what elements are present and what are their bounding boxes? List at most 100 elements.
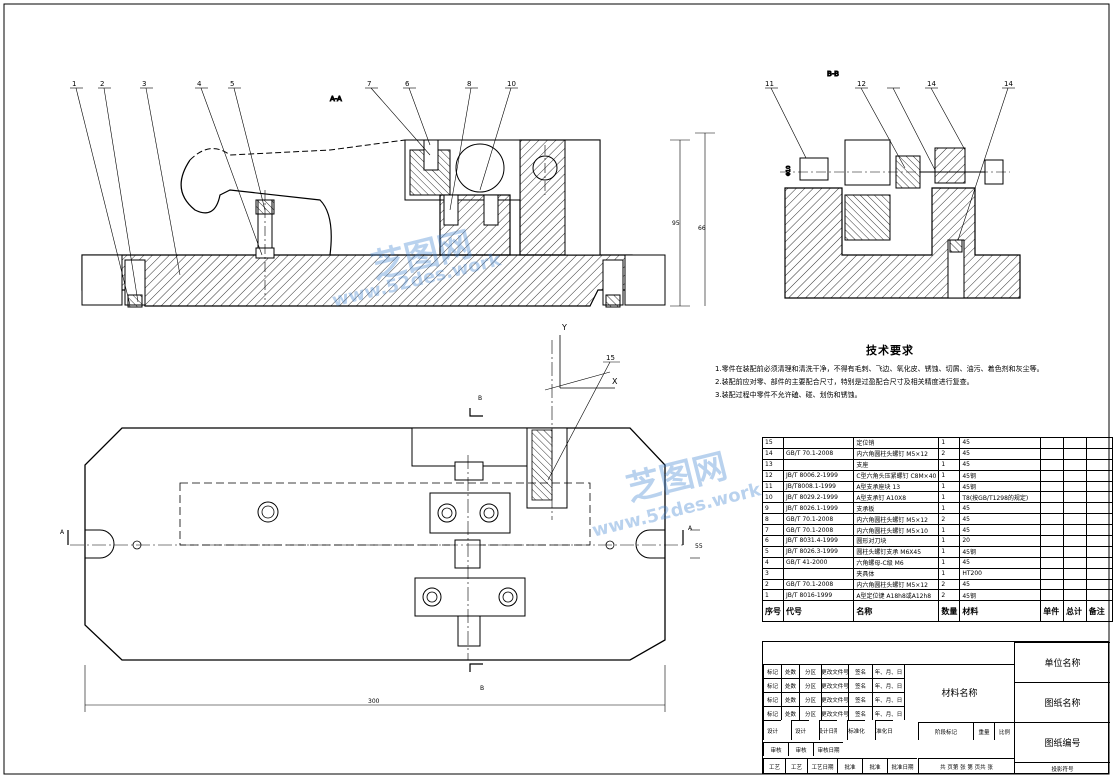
bom-no: 14 [762, 447, 784, 460]
bom-header-row: 序号代号名称数量材料单件总计备注 [762, 600, 1113, 623]
leader-number: 14 [927, 80, 936, 88]
bom-qty: 1 [938, 491, 961, 504]
revision-cell: 签名 [848, 664, 872, 678]
bom-code: GB/T 70.1-2008 [782, 524, 855, 537]
bom-unit-weight [1040, 524, 1064, 537]
bom-total-weight [1062, 480, 1087, 493]
bom-name: 定位销 [853, 437, 940, 449]
bom-header-total: 总计 [1062, 600, 1087, 623]
requirement-item: 2.装配前应对零、部件的主要配合尺寸，特别是过盈配合尺寸及相关精度进行复查。 [715, 378, 974, 386]
unit-name: 单位名称 [1014, 642, 1110, 682]
bom-header-remark: 备注 [1085, 600, 1113, 623]
bom-code: GB/T 70.1-2008 [782, 447, 855, 460]
section-b-b-label: B-B [827, 70, 839, 78]
leader-number: 12 [857, 80, 866, 88]
bom-total-weight [1062, 502, 1087, 515]
section-a-a-view: A-A 95 66 [81, 95, 715, 308]
bom-material: 45钢 [959, 545, 1042, 558]
bom-remark [1085, 491, 1113, 504]
dim-overall-width: 300 [368, 698, 380, 705]
bom-name: 内六角圆柱头螺钉 M5×10 [853, 524, 940, 537]
bom-qty: 2 [938, 447, 961, 460]
bom-total-weight [1062, 458, 1087, 471]
bom-remark [1085, 437, 1113, 449]
bom-total-weight [1062, 567, 1087, 580]
bom-remark [1085, 502, 1113, 515]
bom-remark [1085, 458, 1113, 471]
bom-qty: 1 [938, 545, 961, 558]
revision-cell: 标记 [763, 664, 781, 678]
bom-no: 13 [762, 458, 784, 471]
bom-qty: 1 [938, 524, 961, 537]
title-block: 标记处数分区更改文件号签名年、月、日标记处数分区更改文件号签名年、月、日标记处数… [762, 641, 1110, 774]
revision-cell: 标记 [763, 706, 781, 720]
bom-qty: 1 [938, 458, 961, 471]
revision-cell: 处数 [781, 664, 799, 678]
revision-cell: 更改文件号 [821, 664, 848, 678]
dim-side-1: 55 [695, 543, 703, 550]
requirement-item: 3.装配过程中零件不允许磕、碰、划伤和锈蚀。 [715, 391, 862, 399]
leader-number: 5 [230, 80, 234, 88]
review-cell: 审核 [763, 742, 788, 756]
revision-cell: 年、月、日 [872, 706, 904, 720]
bom-material: 45钢 [959, 589, 1042, 602]
revision-cell: 分区 [799, 706, 821, 720]
bom-name: 支承板 [853, 502, 940, 515]
bom-remark [1085, 589, 1113, 602]
process-cell: 批准 [862, 758, 887, 774]
bom-material: 45 [959, 458, 1042, 471]
bom-name: C型六角头压紧螺钉 C8M×40 [853, 469, 940, 482]
revision-cell: 处数 [781, 706, 799, 720]
bom-no: 10 [762, 491, 784, 504]
bom-code: GB/T 70.1-2008 [782, 513, 855, 526]
bom-total-weight [1062, 535, 1087, 547]
bom-code: JB/T 8031.4-1999 [782, 535, 855, 547]
leader-number: 8 [467, 80, 471, 88]
bom-remark [1085, 480, 1113, 493]
bom-remark [1085, 447, 1113, 460]
bom-total-weight [1062, 545, 1087, 558]
bom-name: 夹具体 [853, 567, 940, 580]
revision-cell: 年、月、日 [872, 664, 904, 678]
bom-unit-weight [1040, 480, 1064, 493]
leader-number: 1 [72, 80, 76, 88]
bom-code: JB/T 8026.3-1999 [782, 545, 855, 558]
scale-label: 比例 [994, 722, 1014, 740]
leader-numbers-top: 1 2 3 4 5 7 6 8 10 11 12 14 [72, 80, 936, 88]
bom-no: 7 [762, 524, 784, 537]
leader-number: 2 [100, 80, 104, 88]
bom-no: 4 [762, 556, 784, 569]
design-cell: 设计 [763, 720, 781, 740]
revision-cell: 签名 [848, 678, 872, 692]
leader-number: 11 [765, 80, 774, 88]
revision-cell: 签名 [848, 706, 872, 720]
bom-total-weight [1062, 513, 1087, 526]
bom-material: 45 [959, 578, 1042, 591]
bom-header-qty: 数量 [938, 600, 961, 623]
bom-no: 3 [762, 567, 784, 580]
bom-code: GB/T 41-2000 [782, 556, 855, 569]
bom-code [782, 437, 855, 449]
bom-name: 内六角圆柱头螺钉 M5×12 [853, 513, 940, 526]
bom-material: 45 [959, 556, 1042, 569]
dim-height-2: 66 [698, 225, 706, 232]
bom-remark [1085, 578, 1113, 591]
design-cell: 标准化日期 [875, 720, 893, 740]
process-cell: 工艺 [763, 758, 785, 774]
bom-no: 11 [762, 480, 784, 493]
revision-cell: 分区 [799, 664, 821, 678]
revision-cell: 更改文件号 [821, 692, 848, 706]
bom-name: 圆柱头螺钉支承 M6X45 [853, 545, 940, 558]
bom-remark [1085, 524, 1113, 537]
revision-cell: 标记 [763, 692, 781, 706]
section-marker-b-top: B [478, 395, 482, 402]
bom-remark [1085, 513, 1113, 526]
